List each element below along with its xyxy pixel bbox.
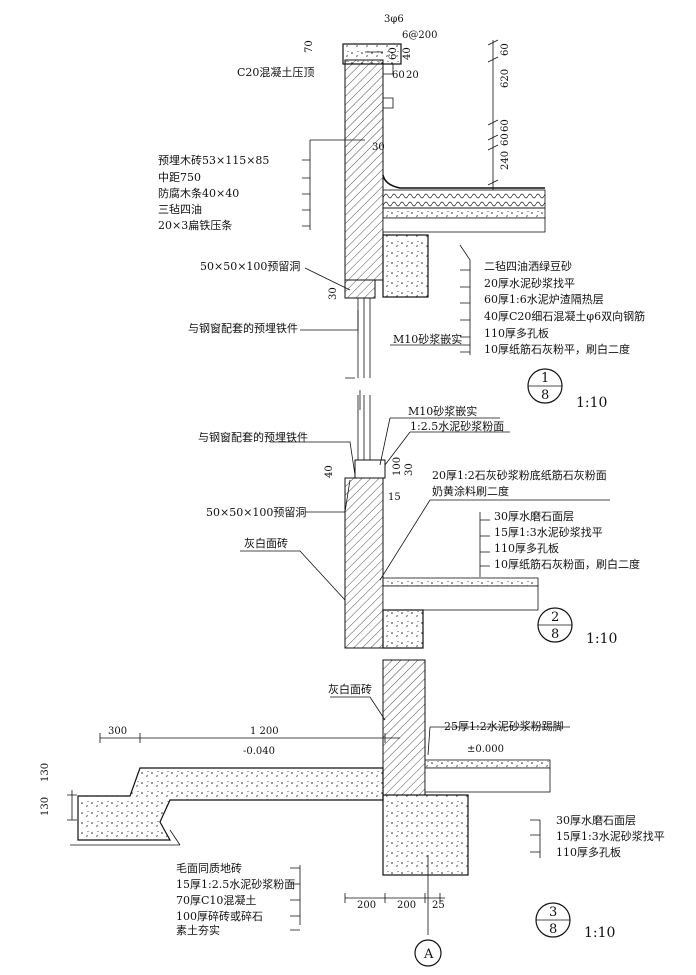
d2-dim-100: 100 [392,457,403,476]
d3-tile-label: 灰白面砖 [328,682,372,696]
d3-level-1: -0.040 [243,746,275,757]
right-dim-3: 60 [500,119,511,132]
top-rebar-label: 3φ6 [384,14,404,25]
floor-beam [382,609,424,649]
dim-30: 30 [372,142,385,153]
axis-label: A [423,947,434,962]
d3-bottom-dim-3: 25 [432,900,445,911]
detail-1: 3φ6 6@200 70 60 40 60 20 C20混凝土压顶 60 620… [158,14,645,411]
detail-2-scale: 1:10 [586,631,617,647]
detail-1-sheet: 8 [541,388,549,403]
dim-60b: 60 [392,70,405,81]
steps [77,767,384,841]
dim-20: 20 [406,70,419,81]
d3-dim-130a: 130 [40,763,51,782]
d3-dim-300: 300 [108,726,127,737]
detail-3-scale: 1:10 [584,925,615,941]
detail-2-sheet: 8 [551,627,559,642]
stirrup-label: 6@200 [402,30,437,41]
d3-floor-layer-3: 110厚多孔板 [556,845,621,859]
roof-layers [382,189,546,209]
d2-dim-40: 40 [324,465,335,478]
d2-dim-30: 30 [404,463,415,476]
d3-bottom-dim-1: 200 [357,900,376,911]
roof-beam [382,234,429,298]
dim-30b: 30 [328,287,339,300]
detail-1-scale: 1:10 [576,395,607,411]
d2-plaster-2: 奶黄涂料刷二度 [432,484,509,498]
detail-3: 灰白面砖 25厚1:2水泥砂浆粉踢脚 ±0.000 -0.040 300 1 2… [40,659,665,967]
d3-floor-layer-1: 30厚水磨石面层 [556,814,636,827]
felt-label: 三毡四油 [158,202,202,216]
right-dim-5: 240 [500,151,511,170]
roof-layer-3: 60厚1:6水泥炉渣隔热层 [484,292,604,306]
d2-plaster-1: 20厚1:2石灰砂浆粉底纸筋石灰粉面 [432,468,607,482]
roof-layer-1: 二毡四油洒绿豆砂 [484,259,572,273]
axis-marker [414,939,442,967]
d2-floor-layer-3: 110厚多孔板 [494,541,559,555]
d3-floor-layer-2: 15厚1:3水泥砂浆找平 [556,829,665,843]
roof-layer-5: 110厚多孔板 [484,326,549,340]
d2-floor-layer-2: 15厚1:3水泥砂浆找平 [494,525,603,539]
d2-floor-layer-1: 30厚水磨石面层 [494,510,574,523]
d3-dim-1200: 1 200 [250,726,279,737]
roof-layer-6: 10厚纸筋石灰粉平，刷白二度 [484,342,630,356]
d2-tile-label: 灰白面砖 [244,536,288,550]
roof-layer-2: 20厚水泥砂浆找平 [484,276,575,290]
d2-sill-label: 1:2.5水泥砂浆粉面 [410,419,504,433]
break-1 [345,377,361,410]
plinth-wall [382,659,426,796]
hole-label: 50×50×100预留洞 [200,260,300,273]
lower-wall [344,477,384,649]
coping [342,43,402,65]
batten-label: 防腐木条40×40 [158,186,239,200]
d3-bottom-dim-2: 200 [397,900,416,911]
mortar-label: M10砂浆嵌实 [393,332,462,346]
d3-step-layer-4: 100厚碎砖或碎石 [176,909,263,923]
parapet-wall [344,59,384,281]
detail-2: M10砂浆嵌实 1:2.5水泥砂浆粉面 与钢窗配套的预埋铁件 40 100 30… [198,395,640,649]
spacing-label: 中距750 [158,171,201,184]
d3-dim-130b: 130 [40,797,51,816]
detail-3-sheet: 8 [549,922,557,937]
d2-embed-label: 与钢窗配套的预埋铁件 [198,430,308,444]
d3-step-layer-3: 70厚C10混凝土 [176,893,256,907]
detail-2-number: 2 [551,610,559,625]
d3-level-0: ±0.000 [467,744,504,755]
strip-label: 20×3扁铁压条 [158,218,232,232]
right-dim-2: 620 [500,69,511,88]
d2-floor-layer-4: 10厚纸筋石灰粉面，刷白二度 [494,557,640,571]
dim-40: 40 [402,47,413,60]
embed-label: 与钢窗配套的预埋铁件 [188,321,298,335]
d2-dim-15: 15 [388,492,401,503]
d3-step-layer-2: 15厚1:2.5水泥砂浆粉面 [176,877,295,891]
d3-step-layer-5: 素土夯实 [176,923,220,937]
coping-label: C20混凝土压顶 [237,65,314,79]
d2-hole-label: 50×50×100预留洞 [206,506,306,519]
dim-70: 70 [304,40,315,53]
d3-skirting-label: 25厚1:2水泥砂浆粉踢脚 [444,719,564,733]
right-dim-1: 60 [500,43,511,56]
d2-mortar-label: M10砂浆嵌实 [408,404,477,418]
wood-block-label: 预埋木砖53×115×85 [158,153,269,167]
dim-60a: 60 [388,47,399,60]
detail-3-number: 3 [549,905,557,920]
detail-1-number: 1 [541,371,549,386]
right-dim-4: 60 [500,133,511,146]
foundation [382,794,469,876]
d3-step-layer-1: 毛面同质地砖 [176,861,242,875]
roof-layer-4: 40厚C20细石混凝土φ6双向钢筋 [484,309,645,323]
